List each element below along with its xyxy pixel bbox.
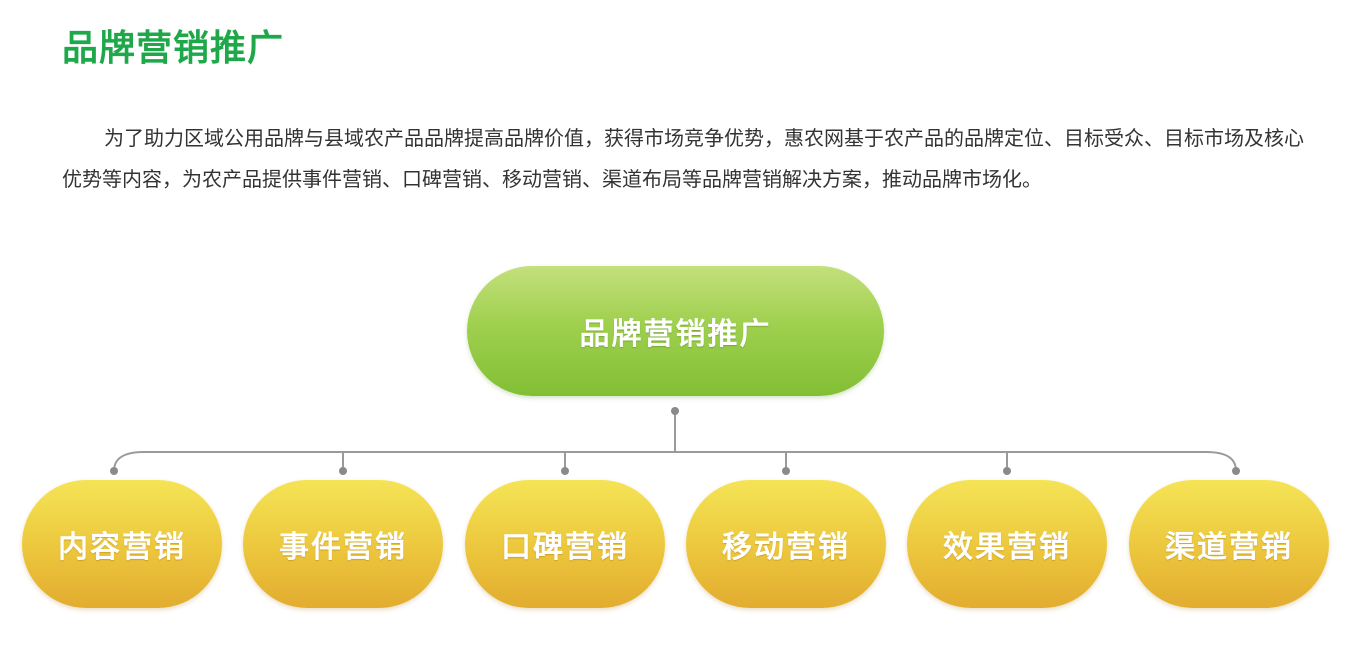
branch-bar bbox=[113, 451, 1237, 472]
child-node-performance-marketing: 效果营销 bbox=[907, 480, 1107, 608]
child-node-label: 渠道营销 bbox=[1165, 530, 1293, 565]
page-title: 品牌营销推广 bbox=[62, 28, 285, 69]
child-node-label: 口碑营销 bbox=[501, 530, 629, 565]
child-node-word-of-mouth-marketing: 口碑营销 bbox=[465, 480, 665, 608]
connector-dot bbox=[1003, 467, 1011, 475]
connector-dot bbox=[671, 407, 679, 415]
connector-dot bbox=[561, 467, 569, 475]
child-node-content-marketing: 内容营销 bbox=[22, 480, 222, 608]
connector-dot bbox=[339, 467, 347, 475]
child-node-channel-marketing: 渠道营销 bbox=[1129, 480, 1329, 608]
child-node-label: 移动营销 bbox=[722, 530, 850, 565]
connector-dot bbox=[782, 467, 790, 475]
root-node-label: 品牌营销推广 bbox=[579, 317, 772, 352]
child-node-label: 效果营销 bbox=[943, 530, 1071, 565]
connector-dot bbox=[110, 467, 118, 475]
child-node-label: 内容营销 bbox=[58, 530, 186, 565]
connector-dot bbox=[1232, 467, 1240, 475]
intro-paragraph: 为了助力区域公用品牌与县域农产品品牌提高品牌价值，获得市场竞争优势，惠农网基于农… bbox=[62, 126, 1304, 191]
child-node-label: 事件营销 bbox=[279, 530, 407, 565]
child-node-mobile-marketing: 移动营销 bbox=[686, 480, 886, 608]
child-node-event-marketing: 事件营销 bbox=[243, 480, 443, 608]
root-node-brand-marketing: 品牌营销推广 bbox=[467, 266, 884, 396]
